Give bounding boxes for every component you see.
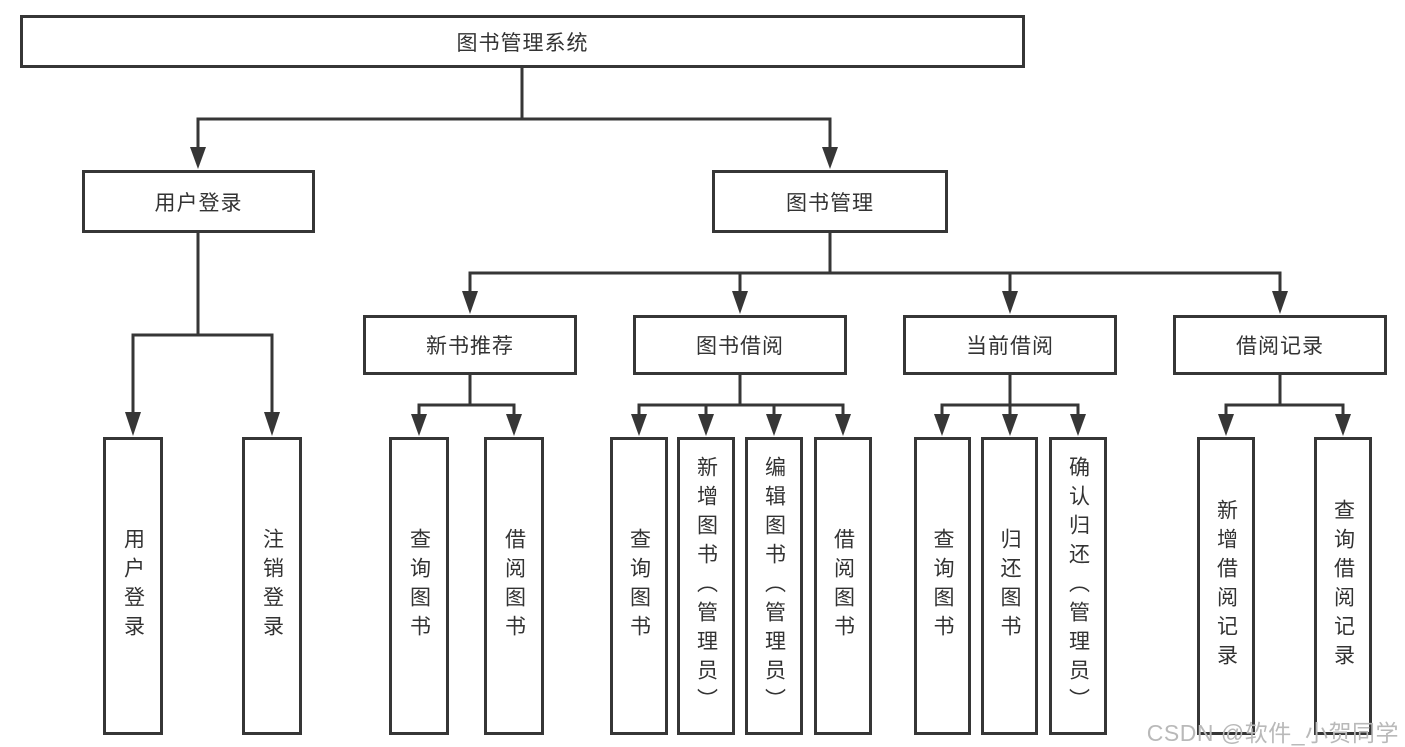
leaf-borrow-books-recommend: 借阅图书 — [484, 437, 544, 735]
node-new-book-recommendation-label: 新书推荐 — [426, 335, 514, 358]
leaf-edit-books-admin: 编辑图书（管理员） — [745, 437, 803, 735]
leaf-return-books-label: 归还图书 — [998, 528, 1021, 644]
csdn-watermark: CSDN @软件_小贺同学 — [1146, 720, 1399, 746]
leaf-user-login: 用户登录 — [103, 437, 163, 735]
leaf-add-borrow-record: 新增借阅记录 — [1197, 437, 1255, 735]
leaf-add-books-admin-label: 新增图书（管理员） — [694, 455, 718, 717]
node-current-borrowing: 当前借阅 — [903, 315, 1117, 375]
node-user-login-label: 用户登录 — [154, 191, 243, 215]
node-book-borrowing-label: 图书借阅 — [696, 335, 784, 358]
node-borrowing-records-label: 借阅记录 — [1236, 335, 1324, 358]
leaf-borrow-books-recommend-label: 借阅图书 — [502, 528, 526, 644]
leaf-query-books-current-label: 查询图书 — [931, 528, 954, 644]
leaf-add-borrow-record-label: 新增借阅记录 — [1214, 499, 1238, 673]
node-book-management-label: 图书管理 — [786, 191, 874, 215]
node-book-management: 图书管理 — [712, 170, 948, 233]
node-book-borrowing: 图书借阅 — [633, 315, 847, 375]
leaf-query-borrow-record-label: 查询借阅记录 — [1331, 499, 1355, 673]
leaf-query-borrow-record: 查询借阅记录 — [1314, 437, 1372, 735]
leaf-borrow-books-borrowing: 借阅图书 — [814, 437, 872, 735]
leaf-user-login-label: 用户登录 — [121, 528, 145, 644]
leaf-logout-login-label: 注销登录 — [260, 528, 284, 644]
leaf-query-books-recommend: 查询图书 — [389, 437, 449, 735]
leaf-confirm-return-admin: 确认归还（管理员） — [1049, 437, 1107, 735]
leaf-edit-books-admin-label: 编辑图书（管理员） — [762, 455, 786, 717]
leaf-query-books-current: 查询图书 — [914, 437, 971, 735]
node-library-management-system-label: 图书管理系统 — [456, 31, 589, 55]
leaf-add-books-admin: 新增图书（管理员） — [677, 437, 735, 735]
leaf-return-books: 归还图书 — [981, 437, 1038, 735]
leaf-logout-login: 注销登录 — [242, 437, 302, 735]
leaf-borrow-books-borrowing-label: 借阅图书 — [831, 528, 855, 644]
leaf-query-books-recommend-label: 查询图书 — [407, 528, 431, 644]
leaf-confirm-return-admin-label: 确认归还（管理员） — [1066, 455, 1090, 717]
leaf-query-books-borrowing-label: 查询图书 — [627, 528, 651, 644]
node-current-borrowing-label: 当前借阅 — [966, 335, 1054, 358]
node-borrowing-records: 借阅记录 — [1173, 315, 1387, 375]
leaf-query-books-borrowing: 查询图书 — [610, 437, 668, 735]
node-library-management-system: 图书管理系统 — [20, 15, 1025, 68]
node-user-login: 用户登录 — [82, 170, 315, 233]
node-new-book-recommendation: 新书推荐 — [363, 315, 577, 375]
